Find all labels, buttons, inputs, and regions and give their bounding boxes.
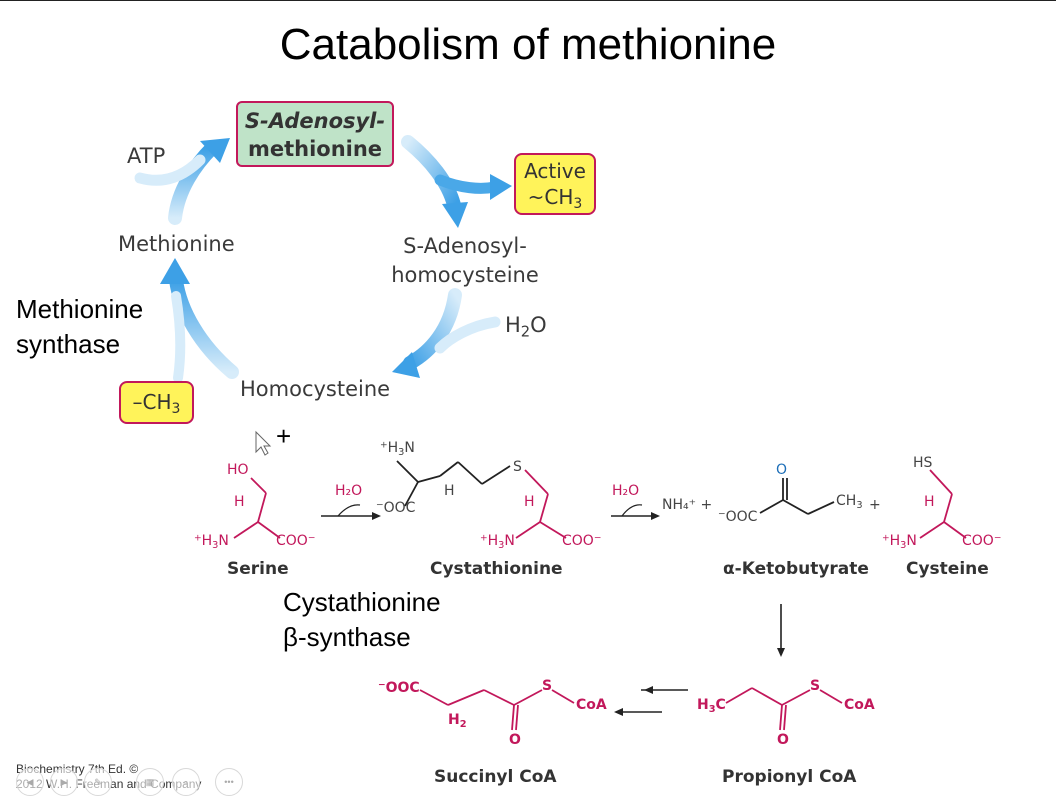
cysteine-name: Cysteine [906, 559, 989, 579]
ketobutyrate-name: α-Ketobutyrate [723, 559, 869, 579]
cbs-line2: β-synthase [283, 622, 411, 652]
keto-ooc: −OOC [718, 509, 758, 525]
plus-2: + [869, 497, 881, 513]
methionine-synthase-label: Methionine synthase [16, 292, 143, 362]
serine-nh3: +H3N [194, 533, 229, 551]
keto-o: O [776, 462, 788, 478]
reaction-arrows [321, 504, 785, 716]
water-h: H [505, 313, 521, 337]
arrow-sah-to-homocysteine [392, 288, 501, 378]
atp-label: ATP [127, 144, 166, 168]
cystathionine-structure [396, 460, 567, 539]
serine-ho: HO [227, 462, 249, 478]
cys-ooc: −OOC [376, 500, 416, 516]
slide-title: Catabolism of methionine [279, 20, 777, 69]
serine-structure [233, 477, 281, 539]
active-sub: 3 [573, 196, 583, 213]
water-sub: 2 [520, 323, 531, 341]
keto-ch3: CH3 [836, 493, 863, 511]
cys-coo: COO− [562, 533, 602, 549]
methionine-synthase-line1: Methionine [16, 294, 144, 324]
zoom-button[interactable]: ⌕ [172, 768, 200, 796]
homocysteine-label: Homocysteine [240, 377, 391, 401]
succ-coa: CoA [576, 697, 607, 713]
serine-name: Serine [227, 559, 289, 579]
active-ch3-box: Active ~CH3 [514, 153, 596, 215]
arrow-sam-to-sah [401, 135, 512, 228]
more-options-button[interactable]: ••• [215, 768, 243, 796]
water-o: O [530, 313, 547, 337]
cyst-coo: COO− [962, 533, 1002, 549]
succ-h2: H2 [448, 712, 467, 730]
sam-box: S-Adenosyl- methionine [236, 101, 394, 167]
ketobutyrate-structure [759, 478, 835, 515]
cys-h: H [524, 494, 535, 510]
cysteine-structure [919, 469, 967, 539]
cbs-line1: Cystathionine [283, 587, 441, 617]
h2o-2: H₂O [612, 483, 640, 499]
cbs-label: Cystathionine β-synthase [283, 585, 441, 655]
serine-coo: COO− [276, 533, 316, 549]
succinyl-coa-structure [419, 689, 575, 731]
sam-line2: methionine [247, 137, 383, 161]
cyst-h: H [924, 494, 935, 510]
nh4-label: NH₄⁺ + [662, 497, 713, 513]
serine-h: H [234, 494, 245, 510]
ch3-sub: 3 [171, 401, 181, 418]
succ-ooc: −OOC [378, 680, 420, 696]
water-label: H2O [505, 313, 547, 340]
methionine-synthase-line2: synthase [16, 329, 121, 359]
active-line2: ~CH [527, 185, 574, 209]
succ-o: O [509, 732, 521, 748]
cys-nh3-2: +H3N [480, 533, 515, 551]
sah-label: S-Adenosyl- homocysteine [387, 232, 543, 290]
methionine-label: Methionine [118, 232, 235, 256]
arrow-methionine-to-sam [134, 138, 230, 225]
active-line1: Active [524, 159, 586, 183]
cys-h-top: H [444, 483, 455, 499]
prev-slide-button[interactable]: ◀ [16, 768, 44, 796]
prop-o: O [777, 732, 789, 748]
propionyl-coa-name: Propionyl CoA [722, 767, 857, 787]
cys-s: S [513, 459, 522, 475]
prop-h3c: H3C [697, 697, 726, 715]
pen-tool-button[interactable]: ✎ [84, 768, 112, 796]
prop-s: S [810, 678, 821, 694]
arrow-homocysteine-to-methionine [160, 258, 239, 383]
top-rule [0, 0, 1056, 1]
prop-coa: CoA [844, 697, 875, 713]
cys-nh3: +H3N [380, 440, 415, 458]
cyst-hs: HS [913, 455, 933, 471]
succ-s: S [542, 678, 553, 694]
sah-line1: S-Adenosyl- [403, 234, 527, 258]
h2o-1: H₂O [335, 483, 363, 499]
cyst-nh3: +H3N [882, 533, 917, 551]
ch3-box: –CH3 [119, 381, 194, 424]
next-slide-button[interactable]: ▶ [50, 768, 78, 796]
succinyl-coa-name: Succinyl CoA [434, 767, 557, 787]
propionyl-coa-structure [725, 687, 843, 731]
cystathionine-name: Cystathionine [430, 559, 563, 579]
slides-view-button[interactable]: ▦ [136, 768, 164, 796]
sah-line2: homocysteine [391, 263, 539, 287]
plus-sign: + [276, 421, 292, 451]
ch3-text: –CH [132, 390, 172, 414]
sam-line1: S-Adenosyl- [244, 109, 386, 133]
